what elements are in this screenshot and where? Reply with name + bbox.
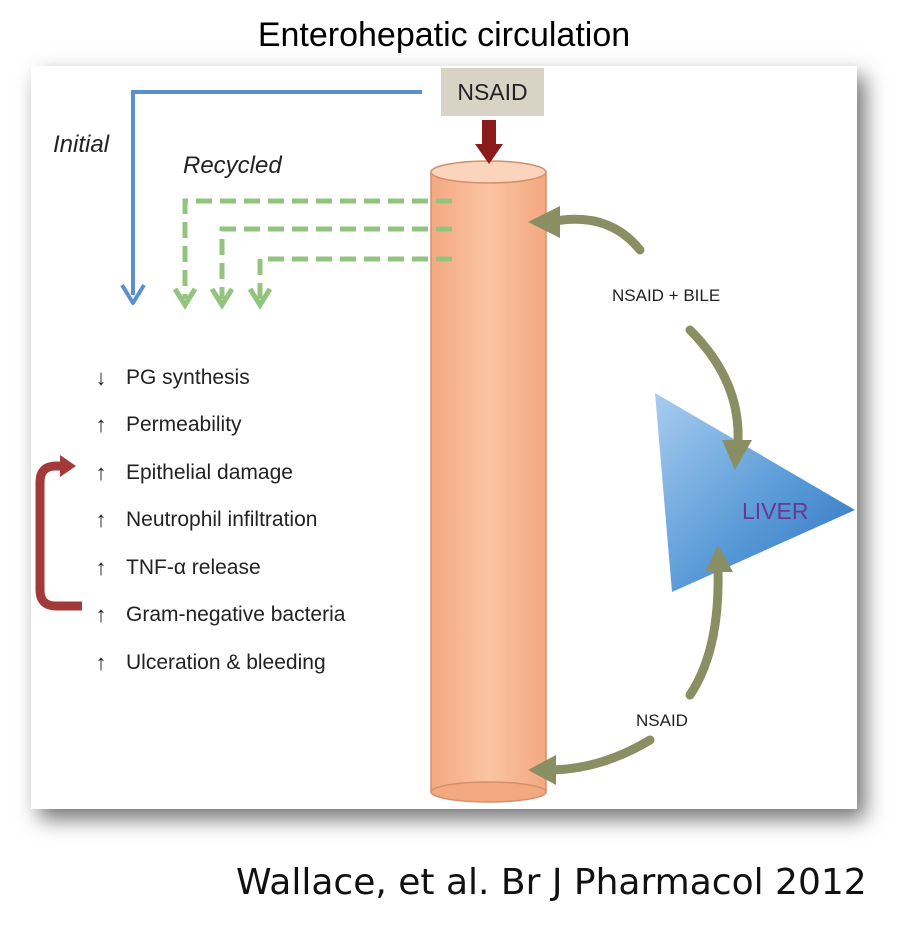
liver-to-intestine-arrow bbox=[528, 545, 733, 785]
effect-item: ↑ Permeability bbox=[90, 402, 345, 450]
effect-text: Neutrophil infiltration bbox=[126, 508, 318, 532]
recycled-arrows bbox=[172, 198, 452, 310]
recycled-label: Recycled bbox=[183, 152, 282, 179]
initial-label: Initial bbox=[53, 131, 110, 158]
nsaid-label: NSAID bbox=[636, 711, 688, 730]
effect-text: Ulceration & bleeding bbox=[126, 650, 326, 674]
citation: Wallace, et al. Br J Pharmacol 2012 bbox=[236, 862, 867, 903]
effect-item: ↑ Gram-negative bacteria bbox=[90, 592, 346, 640]
down-arrow-icon: ↓ bbox=[95, 364, 107, 390]
effect-text: Epithelial damage bbox=[126, 460, 293, 484]
nsaid-source-box: NSAID bbox=[441, 68, 544, 116]
effect-item: ↑ Epithelial damage bbox=[90, 449, 345, 497]
effect-text: TNF-α release bbox=[126, 555, 261, 579]
feedback-arrow bbox=[35, 461, 82, 611]
effect-text: Permeability bbox=[126, 413, 242, 437]
up-arrow-icon: ↑ bbox=[95, 649, 107, 675]
intestine-tube bbox=[430, 160, 547, 803]
effect-text: Gram-negative bacteria bbox=[126, 603, 346, 627]
feedback-arrow-head bbox=[60, 455, 76, 477]
effect-item: ↑ TNF-α release bbox=[90, 544, 345, 592]
up-arrow-icon: ↑ bbox=[95, 554, 107, 580]
bile-to-liver-arrow bbox=[685, 325, 752, 470]
source-arrow bbox=[475, 120, 503, 164]
liver-label: LIVER bbox=[742, 498, 809, 524]
effect-item: ↑ Ulceration & bleeding bbox=[90, 639, 345, 687]
effect-text: PG synthesis bbox=[126, 365, 250, 389]
up-arrow-icon: ↑ bbox=[95, 507, 107, 533]
effects-list: ↓ PG synthesis ↑ Permeability ↑ Epitheli… bbox=[90, 354, 346, 687]
up-arrow-icon: ↑ bbox=[95, 412, 107, 438]
diagram-title: Enterohepatic circulation bbox=[257, 16, 631, 54]
initial-arrow bbox=[120, 90, 422, 305]
up-arrow-icon: ↑ bbox=[95, 602, 107, 628]
nsaid-bile-arrow bbox=[528, 206, 645, 255]
liver-triangle bbox=[655, 393, 855, 592]
nsaid-bile-label: NSAID + BILE bbox=[612, 286, 721, 305]
effect-item: ↓ PG synthesis bbox=[90, 354, 345, 402]
effect-item: ↑ Neutrophil infiltration bbox=[90, 497, 345, 545]
up-arrow-icon: ↑ bbox=[95, 459, 107, 485]
